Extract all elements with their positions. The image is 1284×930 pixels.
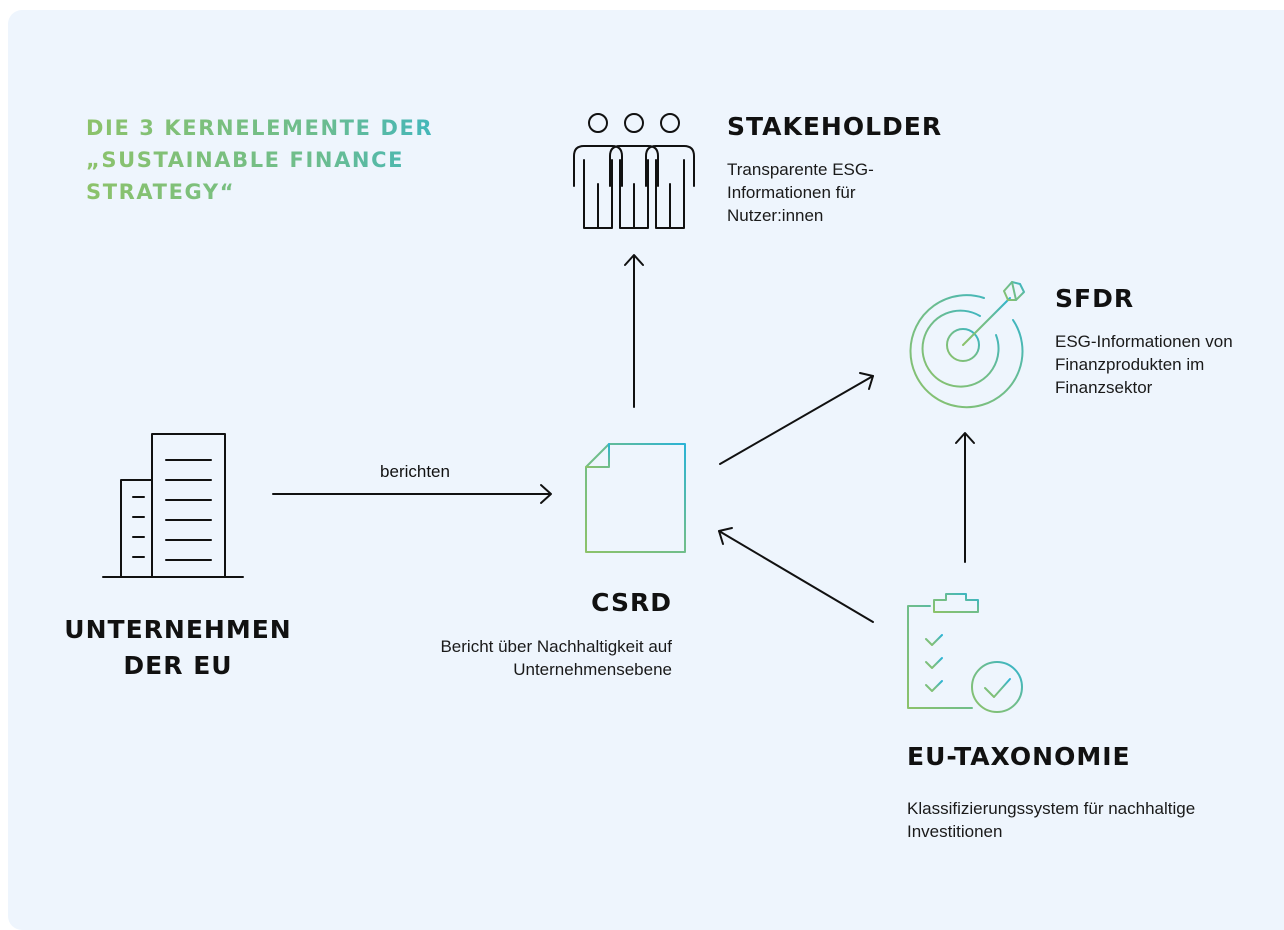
edge-label-berichten: berichten (380, 462, 450, 481)
csrd-title: CSRD (591, 588, 672, 617)
taxonomy-title: EU-TAXONOMIE (907, 742, 1131, 771)
edge-csrd-sfdr (719, 372, 874, 465)
diagram-title: DIE 3 KERNELEMENTE DER „SUSTAINABLE FINA… (86, 112, 506, 208)
sfdr-title: SFDR (1055, 284, 1135, 313)
taxonomy-description: Klassifizierungssystem für nachhaltige I… (907, 799, 1196, 841)
edge-taxonomy-sfdr (955, 432, 975, 563)
checklist-clipboard-icon (907, 593, 1023, 713)
report-document-icon (585, 443, 686, 553)
edge-company-csrd (272, 484, 552, 504)
people-group-icon (573, 113, 695, 229)
stakeholder-description: Transparente ESG-Informationen für Nutze… (727, 160, 874, 225)
edge-csrd-stakeholder (624, 254, 644, 408)
company-title: UNTERNEHMEN DER EU (64, 615, 292, 680)
edge-taxonomy-csrd (718, 527, 874, 623)
csrd-description: Bericht über Nachhaltigkeit auf Unterneh… (440, 637, 672, 679)
target-dart-icon (909, 281, 1025, 409)
sfdr-description: ESG-Informationen von Finanzprodukten im… (1055, 332, 1233, 397)
office-buildings-icon (102, 433, 244, 578)
stakeholder-title: STAKEHOLDER (727, 112, 943, 141)
